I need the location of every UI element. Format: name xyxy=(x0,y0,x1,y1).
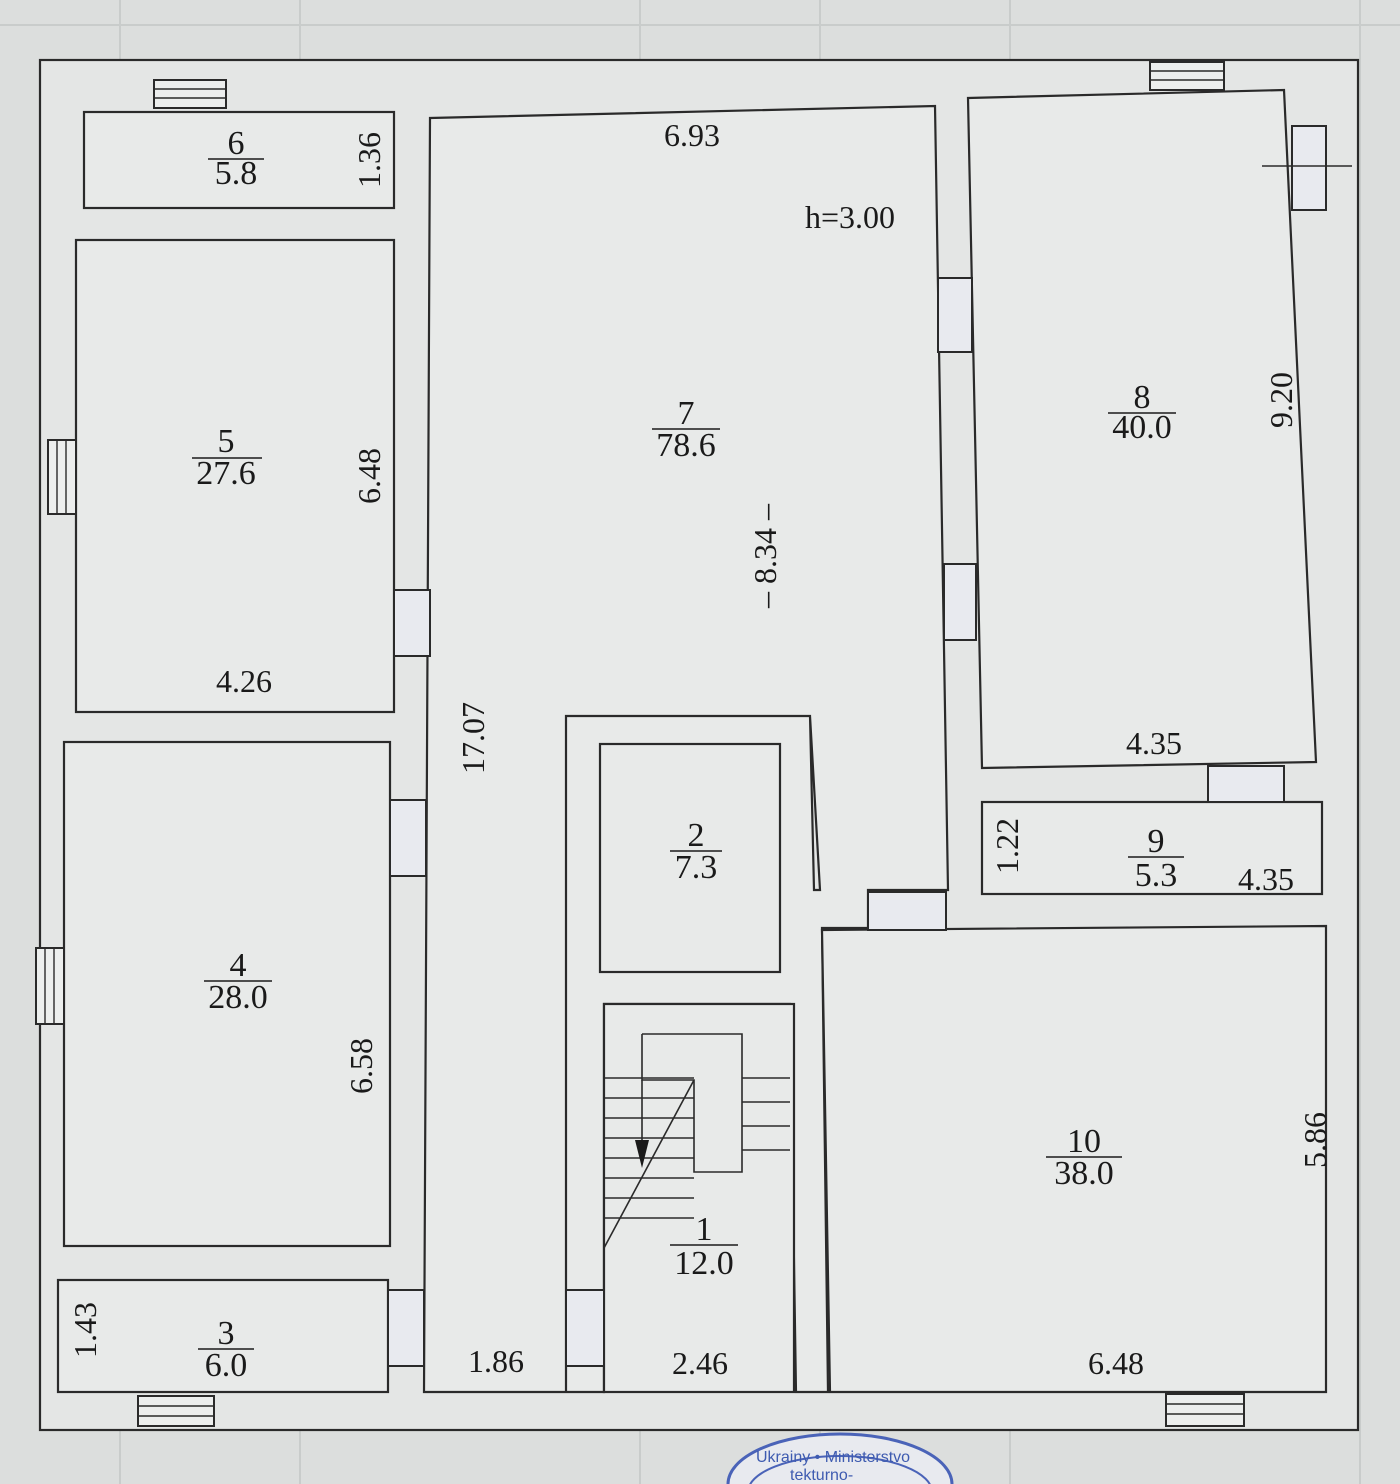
room-9-area: 5.3 xyxy=(1135,857,1178,894)
window-room-10 xyxy=(1165,1393,1245,1427)
room-2-area: 7.3 xyxy=(675,849,718,886)
room-labels: 6 5.8 5 27.6 4 28.0 3 6.0 7 78.6 2 7.3 1… xyxy=(192,125,1184,1384)
window-room-3 xyxy=(137,1395,215,1427)
dimension-labels: 6.93 h=3.00 1.36 6.48 4.26 – 8.34 – 9.20… xyxy=(67,117,1333,1381)
door-3-7 xyxy=(387,1289,425,1367)
window-room-4 xyxy=(35,947,65,1025)
room-9-number: 9 xyxy=(1148,823,1165,860)
dim-corridor-length: 17.07 xyxy=(455,702,491,774)
stamp-text: Ukrainy • Ministerstvo xyxy=(756,1449,910,1466)
door-7-10 xyxy=(867,891,947,931)
door-8-exterior xyxy=(1291,125,1327,211)
official-stamp: Ukrainy • Ministerstvo tekturno- xyxy=(726,1432,954,1484)
room-3 xyxy=(56,1278,390,1394)
dim-room1-width: 2.46 xyxy=(672,1345,728,1381)
room-3-area: 6.0 xyxy=(205,1347,248,1384)
dim-room8-width: 4.35 xyxy=(1126,725,1182,761)
windows xyxy=(35,61,1352,1427)
room-4 xyxy=(62,740,392,1248)
staircase xyxy=(603,1033,790,1249)
dim-corridor-width: 1.86 xyxy=(468,1343,524,1379)
dim-room7-length: – 8.34 – xyxy=(747,503,783,609)
door-7-1 xyxy=(565,1289,605,1367)
doorways xyxy=(387,125,1327,1367)
dim-room5-width: 4.26 xyxy=(216,663,272,699)
dim-room7-width: 6.93 xyxy=(664,117,720,153)
ceiling-height: h=3.00 xyxy=(805,199,895,235)
room-3-number: 3 xyxy=(218,1315,235,1352)
door-7-8b xyxy=(943,563,977,641)
room-8-number: 8 xyxy=(1134,379,1151,416)
room-6 xyxy=(82,110,396,210)
door-7-8a xyxy=(937,277,973,353)
room-5-number: 5 xyxy=(218,423,235,460)
room-1-area: 12.0 xyxy=(674,1245,734,1282)
rooms xyxy=(56,88,1328,1394)
room-5 xyxy=(74,238,396,714)
room-10-area: 38.0 xyxy=(1054,1155,1114,1192)
room-10-number: 10 xyxy=(1067,1123,1101,1160)
window-room-8 xyxy=(1149,61,1225,91)
room-8-area: 40.0 xyxy=(1112,409,1172,446)
room-6-area: 5.8 xyxy=(215,155,258,192)
dim-room10-width: 6.48 xyxy=(1088,1345,1144,1381)
dim-room6-height: 1.36 xyxy=(351,132,387,188)
room-8 xyxy=(966,88,1318,770)
dim-room9-width: 4.35 xyxy=(1238,861,1294,897)
dim-room9-height: 1.22 xyxy=(989,818,1025,874)
room-7-area: 78.6 xyxy=(656,427,716,464)
room-2 xyxy=(598,742,782,974)
room-2-number: 2 xyxy=(688,817,705,854)
dim-room4-height: 6.58 xyxy=(343,1038,379,1094)
stamp-text-2: tekturno- xyxy=(790,1467,853,1484)
door-4-7 xyxy=(389,799,427,877)
room-5-area: 27.6 xyxy=(196,455,256,492)
room-10 xyxy=(820,924,1328,1394)
door-5-7 xyxy=(393,589,431,657)
room-1-number: 1 xyxy=(696,1211,713,1248)
room-4-area: 28.0 xyxy=(208,979,268,1016)
room-6-number: 6 xyxy=(228,125,245,162)
dim-room5-height: 6.48 xyxy=(351,448,387,504)
door-8-9 xyxy=(1207,765,1285,803)
dim-room10-height: 5.86 xyxy=(1297,1112,1333,1168)
dim-room8-length: 9.20 xyxy=(1263,372,1299,428)
window-room-5 xyxy=(47,439,77,515)
room-4-number: 4 xyxy=(230,947,247,984)
dim-room3-height: 1.43 xyxy=(67,1302,103,1358)
room-9 xyxy=(980,800,1324,896)
window-room-6 xyxy=(153,79,227,109)
room-7-number: 7 xyxy=(678,395,695,432)
